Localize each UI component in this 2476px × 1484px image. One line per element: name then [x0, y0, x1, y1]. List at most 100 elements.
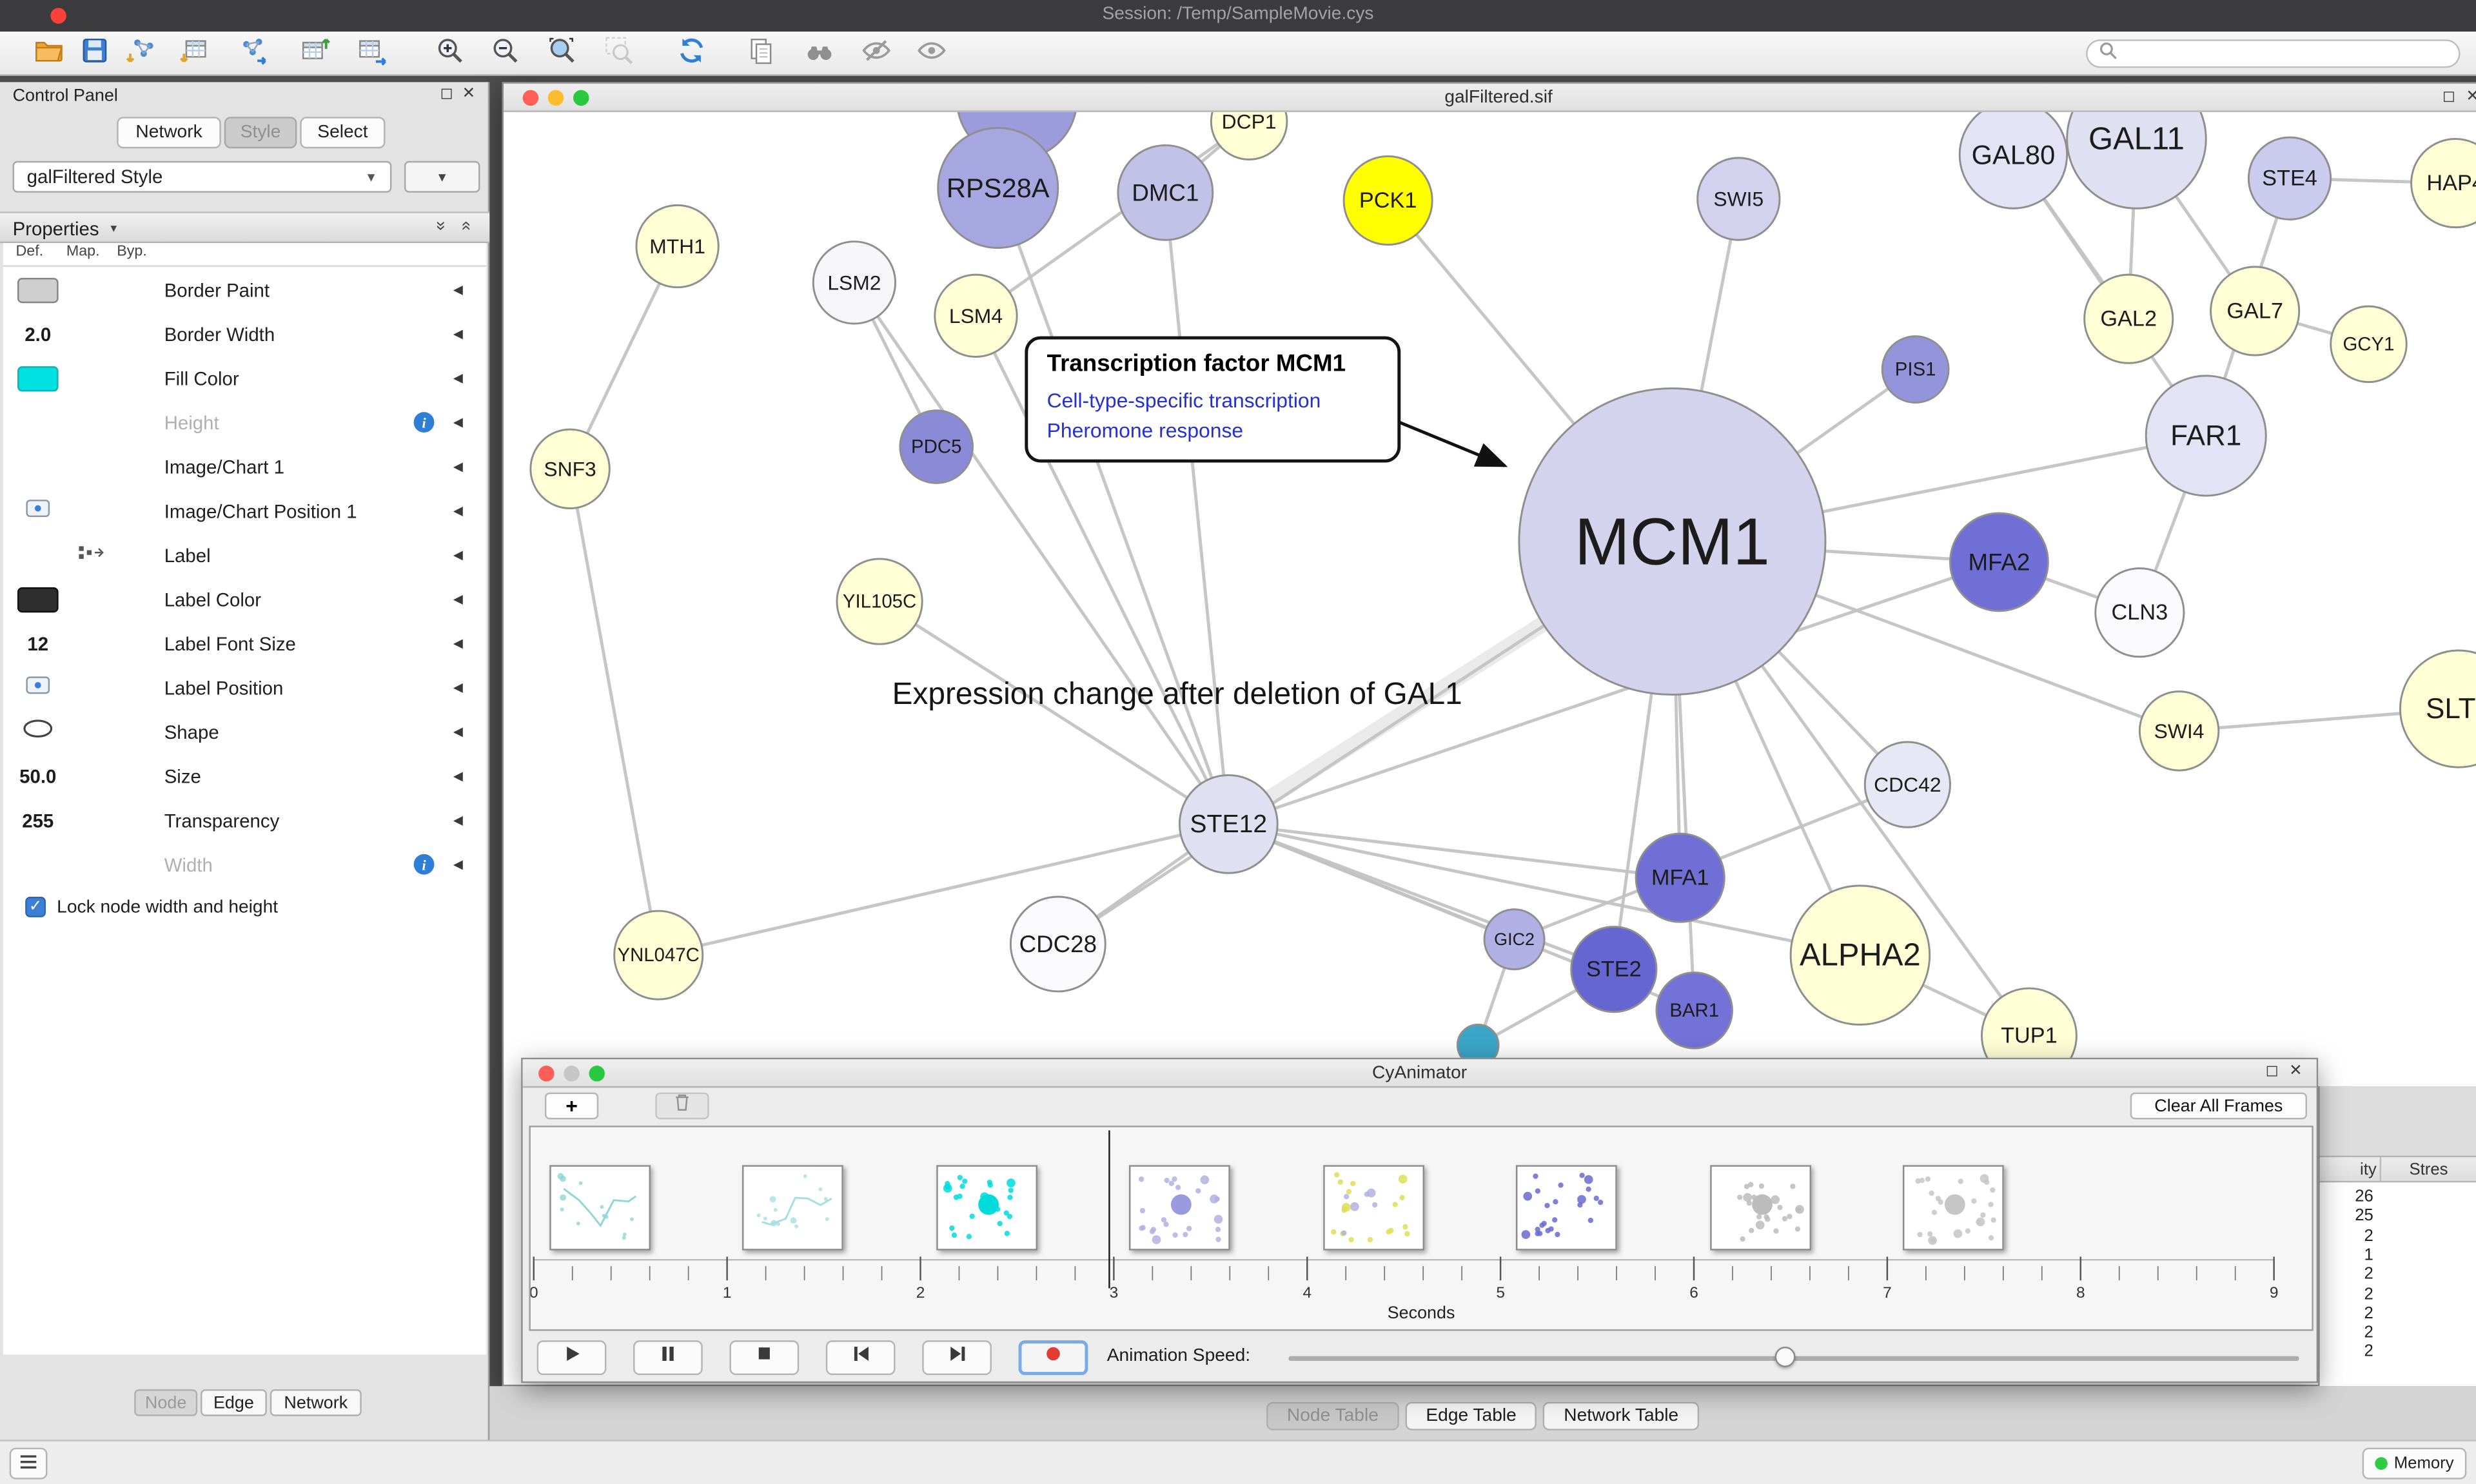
frame-thumbnail-4[interactable]	[1322, 1165, 1424, 1251]
default-value[interactable]: 50.0	[19, 765, 57, 788]
frame-thumbnail-3[interactable]	[1129, 1165, 1231, 1251]
collapse-arrow-icon[interactable]: ◀	[453, 547, 463, 562]
collapse-arrow-icon[interactable]: ◀	[453, 768, 463, 783]
playhead[interactable]	[1108, 1130, 1111, 1289]
close-window-icon[interactable]	[522, 90, 539, 106]
network-edge[interactable]	[878, 600, 1230, 826]
property-row-fill-color[interactable]: Fill Color◀	[0, 356, 489, 401]
network-node-PDC5[interactable]: PDC5	[899, 409, 974, 484]
tab-style[interactable]: Style	[224, 117, 297, 149]
network-node-CDC28[interactable]: CDC28	[1009, 895, 1106, 993]
collapse-arrow-icon[interactable]: ◀	[453, 371, 463, 386]
network-edge[interactable]	[568, 468, 660, 956]
table-cell[interactable]: 1	[2364, 1245, 2373, 1265]
float-window-icon[interactable]: ◻	[2442, 88, 2456, 106]
clear-all-frames-button[interactable]: Clear All Frames	[2130, 1092, 2307, 1120]
frame-thumbnail-7[interactable]	[1903, 1165, 2005, 1251]
record-button[interactable]	[1018, 1340, 1088, 1376]
network-edge[interactable]	[974, 315, 1230, 825]
collapse-arrow-icon[interactable]: ◀	[453, 636, 463, 650]
speed-slider-handle[interactable]	[1774, 1346, 1796, 1367]
zoom-selected-button[interactable]	[598, 35, 640, 73]
cyanimator-titlebar[interactable]: CyAnimator ◻ ✕	[522, 1059, 2317, 1088]
float-window-icon[interactable]: ◻	[2265, 1062, 2279, 1080]
tab-edge-table[interactable]: Edge Table	[1405, 1401, 1537, 1430]
collapse-arrow-icon[interactable]: ◀	[453, 282, 463, 297]
position-icon[interactable]	[25, 497, 50, 525]
import-network-file-button[interactable]	[120, 35, 161, 73]
frame-thumbnail-0[interactable]	[549, 1165, 651, 1251]
mapping-icon[interactable]	[77, 542, 106, 570]
close-window-icon[interactable]	[538, 1066, 555, 1082]
default-swatch[interactable]	[17, 278, 59, 304]
network-node-GIC2[interactable]: GIC2	[1483, 908, 1546, 971]
default-value[interactable]: 12	[27, 633, 49, 656]
style-selector[interactable]: galFiltered Style ▼	[12, 161, 392, 193]
property-row-label-color[interactable]: Label Color◀	[0, 578, 489, 622]
network-edge[interactable]	[1228, 823, 1515, 941]
skip-forward-button[interactable]	[922, 1340, 992, 1376]
default-value[interactable]: 255	[22, 810, 54, 832]
canvas-caption[interactable]: Expression change after deletion of GAL1	[892, 677, 1462, 712]
property-row-label-position[interactable]: Label Position◀	[0, 666, 489, 710]
network-node-YIL105C[interactable]: YIL105C	[836, 558, 923, 645]
network-node-FAR1[interactable]: FAR1	[2145, 375, 2267, 497]
collapse-arrow-icon[interactable]: ◀	[453, 680, 463, 695]
collapse-arrow-icon[interactable]: ◀	[453, 415, 463, 430]
hide-details-button[interactable]	[856, 35, 897, 73]
table-cell[interactable]: 2	[2364, 1284, 2373, 1303]
zoom-fit-button[interactable]	[542, 35, 583, 73]
default-swatch[interactable]	[17, 587, 59, 613]
mcm1-annotation[interactable]: Transcription factor MCM1 Cell-type-spec…	[1025, 336, 1401, 463]
property-row-label[interactable]: Label◀	[0, 534, 489, 578]
network-node-CLN3[interactable]: CLN3	[2094, 567, 2185, 658]
frame-thumbnail-2[interactable]	[936, 1165, 1037, 1251]
network-node-SNF3[interactable]: SNF3	[529, 428, 611, 510]
network-node-MCM1[interactable]: MCM1	[1518, 387, 1827, 696]
property-row-border-paint[interactable]: Border Paint◀	[0, 268, 489, 313]
table-cell[interactable]: 25	[2355, 1206, 2373, 1226]
float-panel-icon[interactable]: ◻	[440, 85, 453, 103]
table-column-stress[interactable]: Stres	[2409, 1160, 2448, 1180]
tab-select[interactable]: Select	[300, 117, 386, 149]
network-node-RPS28A[interactable]: RPS28A	[937, 126, 1059, 249]
search-box[interactable]	[2086, 39, 2461, 68]
panel-tab-node[interactable]: Node	[134, 1389, 198, 1416]
export-table-button[interactable]	[294, 35, 335, 73]
table-cell[interactable]: 2	[2364, 1342, 2373, 1362]
network-node-YNL047C[interactable]: YNL047C	[613, 910, 704, 1001]
tab-network-table[interactable]: Network Table	[1543, 1401, 1700, 1430]
network-node-SWI4[interactable]: SWI4	[2138, 690, 2220, 772]
network-edge[interactable]	[996, 187, 1230, 825]
pause-button[interactable]	[633, 1340, 703, 1376]
property-row-shape[interactable]: Shape◀	[0, 710, 489, 755]
network-edge[interactable]	[658, 822, 1229, 957]
table-cell[interactable]: 26	[2355, 1187, 2373, 1207]
column-divider[interactable]	[2379, 1157, 2382, 1184]
annotation-link-1[interactable]: Cell-type-specific transcription	[1046, 388, 1321, 413]
network-node-SWI5[interactable]: SWI5	[1696, 157, 1781, 241]
network-node-LSM2[interactable]: LSM2	[812, 240, 897, 325]
network-node-MTH1[interactable]: MTH1	[635, 204, 720, 289]
tab-node-table[interactable]: Node Table	[1266, 1401, 1399, 1430]
save-session-button[interactable]	[74, 35, 115, 73]
zoom-in-button[interactable]	[429, 35, 471, 73]
collapse-arrow-icon[interactable]: ◀	[453, 813, 463, 828]
table-cell[interactable]: 2	[2364, 1265, 2373, 1284]
position-icon[interactable]	[25, 674, 50, 703]
collapse-arrow-icon[interactable]: ◀	[453, 503, 463, 518]
frame-thumbnail-6[interactable]	[1709, 1165, 1811, 1251]
export-image-button[interactable]	[352, 35, 393, 73]
search-input[interactable]	[2123, 44, 2448, 63]
network-edge[interactable]	[1228, 822, 1681, 880]
memory-button[interactable]: Memory	[2362, 1447, 2467, 1479]
network-node-DCP1[interactable]: DCP1	[1210, 112, 1288, 161]
network-node-STE4[interactable]: STE4	[2247, 136, 2332, 220]
default-swatch[interactable]	[17, 366, 59, 392]
show-panels-button[interactable]	[9, 1447, 48, 1479]
network-node-DMC1[interactable]: DMC1	[1117, 144, 1214, 241]
table-cell[interactable]: 2	[2364, 1303, 2373, 1323]
